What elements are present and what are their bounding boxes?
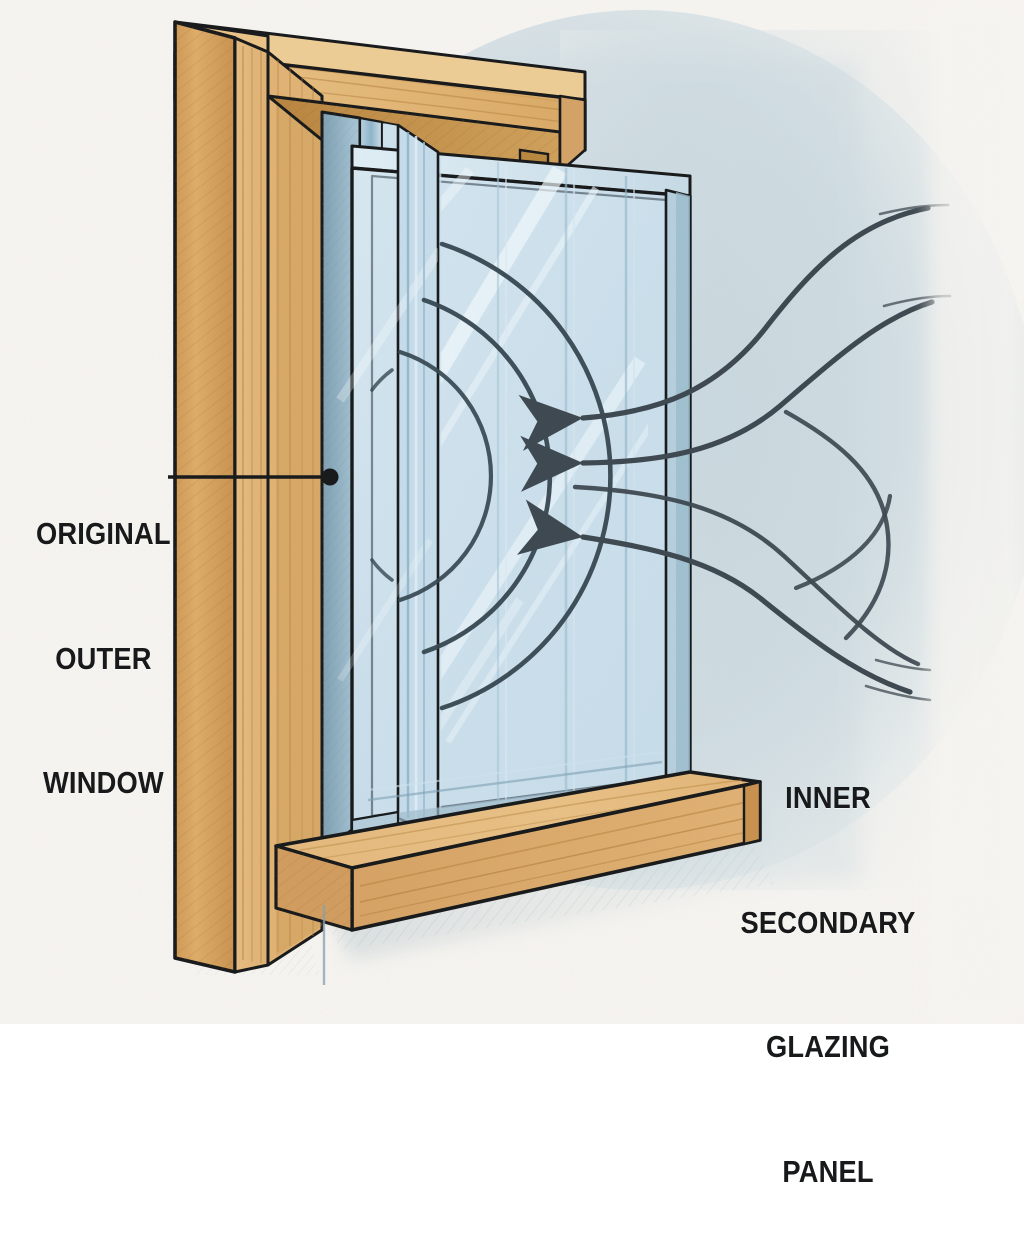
diagram-canvas: ORIGINAL OUTER WINDOW INNER SECONDARY GL… (0, 0, 1024, 1189)
right-vignette (930, 0, 1024, 1024)
secondary-glazing-panel (336, 123, 692, 854)
label-original-outer-window: ORIGINAL OUTER WINDOW (36, 430, 171, 845)
leader-original-outer-window (168, 468, 339, 486)
label-inner-line-4: PANEL (782, 1153, 874, 1189)
label-outer-line-2: OUTER (55, 640, 152, 676)
label-inner-line-2: SECONDARY (740, 904, 916, 940)
window-sill (274, 770, 762, 932)
flow-arrows (516, 203, 952, 702)
label-outer-line-3: WINDOW (43, 765, 164, 801)
label-inner-line-3: GLAZING (766, 1029, 890, 1065)
label-inner-line-1: INNER (785, 780, 871, 816)
label-outer-line-1: ORIGINAL (36, 516, 171, 552)
label-inner-secondary-glazing-panel: INNER SECONDARY GLAZING PANEL (741, 694, 916, 1234)
outer-wood-frame (173, 20, 587, 974)
secondary-glazing-illustration (0, 0, 1024, 1024)
